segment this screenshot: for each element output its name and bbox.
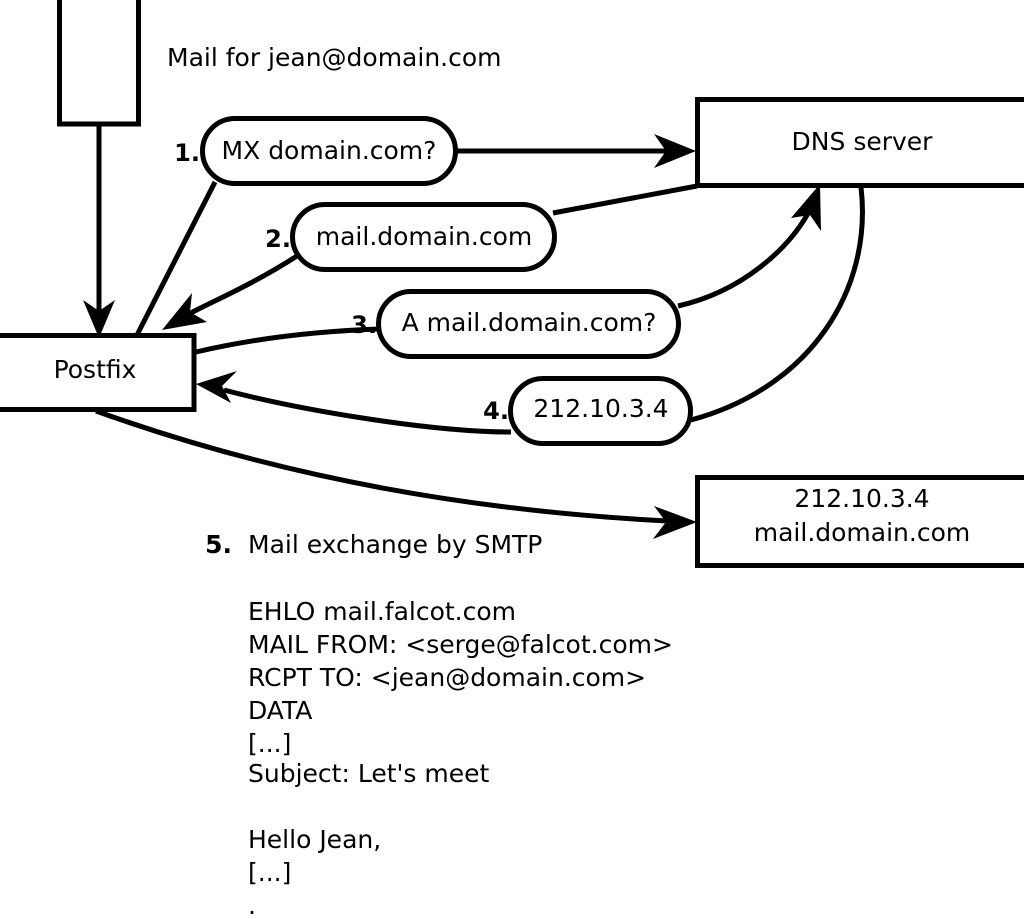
mail-server-ip-label: 212.10.3.4 [794, 484, 929, 513]
step-number-4: 4. [483, 397, 509, 425]
smtp-line-2: RCPT TO: <jean@domain.com> [248, 663, 646, 692]
message-bubble-3 [376, 289, 681, 359]
smtp-line-0: EHLO mail.falcot.com [248, 597, 516, 626]
arrowhead-mx-answer-to-postfix [162, 293, 207, 330]
step-number-3: 3. [351, 311, 377, 339]
smtp-line-3: DATA [248, 696, 312, 725]
message-bubble-4-label: 212.10.3.4 [533, 394, 668, 423]
edge-mx-answer-to-postfix [183, 253, 299, 319]
mail-server-host-label: mail.domain.com [754, 518, 970, 547]
edge-dns-to-a-answer [690, 186, 865, 423]
step-number-5: 5. [205, 530, 232, 559]
arrowhead-mx-query-to-dns [654, 134, 696, 168]
smtp-line-1: MAIL FROM: <serge@falcot.com> [248, 630, 673, 659]
edge-postfix-to-mx-query [134, 180, 218, 337]
arrowhead-postfix-to-mail-server [653, 506, 697, 539]
sender-box [57, 0, 141, 127]
step-5-label: Mail exchange by SMTP [248, 530, 542, 559]
smtp-line-7: Hello Jean, [248, 825, 381, 854]
smtp-line-4: [...] [248, 729, 291, 758]
smtp-line-5: Subject: Let's meet [248, 759, 489, 788]
message-bubble-3-label: A mail.domain.com? [402, 308, 657, 337]
smtp-line-8: [...] [248, 858, 291, 887]
edge-a-query-to-dns [677, 204, 815, 309]
postfix-box [0, 333, 197, 412]
mail-for-caption: Mail for jean@domain.com [167, 43, 502, 72]
step-number-1: 1. [174, 139, 200, 167]
message-bubble-1 [200, 116, 458, 186]
dns-server-box-label: DNS server [792, 127, 934, 156]
message-bubble-4 [508, 376, 693, 446]
edge-postfix-to-mail-server [95, 408, 669, 524]
edge-a-answer-to-postfix [223, 387, 512, 435]
arrowhead-a-answer-to-postfix [196, 371, 237, 403]
arrowhead-sender-to-postfix [83, 300, 115, 338]
message-bubble-1-label: MX domain.com? [222, 136, 437, 165]
message-bubble-2 [290, 202, 557, 272]
edge-postfix-to-a-query [195, 326, 381, 355]
postfix-box-label: Postfix [54, 355, 137, 384]
mail-server-box [695, 475, 1024, 568]
dns-server-box [695, 97, 1024, 188]
edge-dns-to-mx-answer [552, 183, 698, 216]
arrowhead-a-query-to-dns [791, 184, 821, 231]
step-number-2: 2. [265, 225, 291, 253]
message-bubble-2-label: mail.domain.com [316, 222, 532, 251]
smtp-line-9: . [248, 891, 256, 919]
